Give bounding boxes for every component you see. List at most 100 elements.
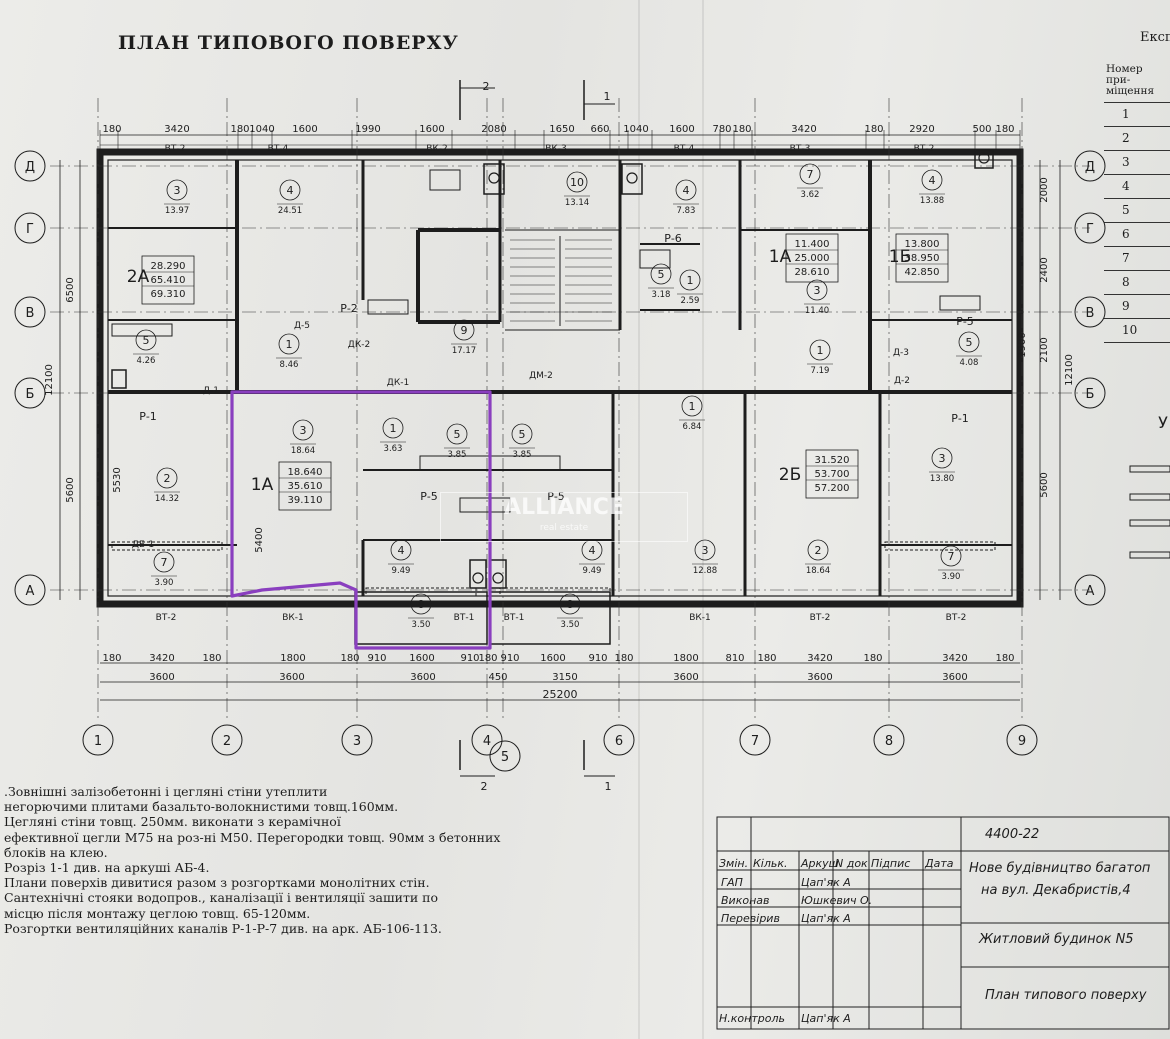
elevator-shaft bbox=[483, 163, 505, 195]
axis-bubble-bottom bbox=[739, 724, 771, 756]
room-number-circle bbox=[511, 423, 533, 445]
room-number-circle bbox=[921, 169, 943, 191]
wall-label-top: ВК-3 bbox=[545, 144, 567, 154]
room-area: 3.85 bbox=[448, 450, 467, 460]
note-line: Розріз 1-1 див. на аркуші АБ-4. bbox=[4, 860, 210, 876]
axis-letter-right: Г bbox=[1086, 222, 1094, 237]
watermark-brand: ALLIANCE bbox=[504, 495, 624, 520]
dim-text-top: 2080 bbox=[481, 124, 506, 135]
dim-text-bottom: 180 bbox=[863, 653, 882, 664]
col-date: Дата bbox=[925, 857, 954, 870]
note-line: негорючими плитами базальто-волокнистими… bbox=[4, 799, 399, 815]
room-number: 2 bbox=[815, 544, 822, 557]
axis-number: 1 bbox=[94, 734, 102, 749]
duct-label: Р-5 bbox=[547, 490, 565, 503]
room-number: 5 bbox=[658, 268, 665, 281]
building-name: Житловий будинок N5 bbox=[979, 932, 1134, 947]
room-number-circle bbox=[675, 179, 697, 201]
project-name: Нове будівництво багатоп bbox=[969, 861, 1151, 876]
room-number-circle bbox=[279, 179, 301, 201]
room-number-circle bbox=[809, 339, 831, 361]
room-area: 3.50 bbox=[412, 620, 431, 630]
paper-fold bbox=[638, 0, 640, 1039]
room-number: 4 bbox=[683, 184, 690, 197]
apartment-area-value: 11.400 bbox=[795, 239, 830, 250]
dim-text-right: 1900 bbox=[1017, 332, 1028, 357]
name-norm: Цап'як А bbox=[801, 1012, 851, 1025]
room-area: 3.63 bbox=[384, 444, 403, 454]
room-number-circle bbox=[799, 163, 821, 185]
apartment-area-value: 28.290 bbox=[151, 261, 186, 272]
dim-text-left: 6500 bbox=[65, 277, 76, 302]
wall-label-top: ВТ-4 bbox=[674, 144, 695, 154]
room-area: 24.51 bbox=[278, 206, 302, 216]
axis-bubble-bottom bbox=[341, 724, 373, 756]
room-number: 5 bbox=[143, 334, 150, 347]
dim-text-bottom: 910 bbox=[500, 653, 519, 664]
ventilation-shaft bbox=[489, 559, 507, 589]
axis-bubble-bottom bbox=[471, 724, 503, 756]
drawing-title: ПЛАН ТИПОВОГО ПОВЕРХУ bbox=[118, 32, 459, 54]
explication-row: 10 bbox=[1104, 319, 1170, 343]
apartment-area-box bbox=[895, 233, 949, 283]
room-number-circle bbox=[679, 269, 701, 291]
dim-text-bottom: 3600 bbox=[410, 672, 435, 683]
room-number-circle bbox=[940, 545, 962, 567]
room-number: 1 bbox=[817, 344, 824, 357]
sheet-title: План типового поверху bbox=[985, 988, 1147, 1003]
balcony-rail bbox=[111, 541, 223, 551]
room-number-circle bbox=[806, 279, 828, 301]
axis-bubble-bottom bbox=[489, 740, 521, 772]
room-area: 3.90 bbox=[942, 572, 961, 582]
room-area: 4.26 bbox=[137, 356, 156, 366]
dim-text-left: 12100 bbox=[44, 364, 55, 396]
room-number: 7 bbox=[948, 550, 955, 563]
apartment-area-box bbox=[805, 449, 859, 499]
legend-hatch bbox=[1129, 493, 1170, 501]
door-label: ДМ-2 bbox=[529, 371, 553, 381]
explication-header: Експ bbox=[1140, 30, 1170, 45]
room-area: 2.59 bbox=[681, 296, 700, 306]
room-number: 5 bbox=[519, 428, 526, 441]
axis-number: 2 bbox=[223, 734, 231, 749]
room-number-circle bbox=[292, 419, 314, 441]
room-area: 9.49 bbox=[392, 566, 411, 576]
apartment-area-value: 13.800 bbox=[905, 239, 940, 250]
title-block-grid bbox=[716, 816, 1170, 1030]
room-number: 1 bbox=[689, 400, 696, 413]
axis-letter-left: В bbox=[26, 306, 35, 321]
room-area: 9.49 bbox=[583, 566, 602, 576]
axis-letter-right: Д bbox=[1085, 160, 1095, 175]
room-area: 3.18 bbox=[652, 290, 671, 300]
kitchen-counter bbox=[939, 295, 981, 311]
riser-circle bbox=[978, 152, 990, 164]
legend-hatch bbox=[1129, 551, 1170, 559]
dim-text-top: 1990 bbox=[355, 124, 380, 135]
room-number-circle bbox=[650, 263, 672, 285]
section-mark: 1 bbox=[604, 90, 611, 103]
apartment-area-value: 25.000 bbox=[795, 253, 830, 264]
dim-text-top: 1600 bbox=[292, 124, 317, 135]
dim-text-top: 180 bbox=[864, 124, 883, 135]
dim-text-bottom: 3600 bbox=[149, 672, 174, 683]
axis-bubble-bottom bbox=[82, 724, 114, 756]
axis-number: 5 bbox=[501, 750, 509, 765]
explication-row: 4 bbox=[1104, 175, 1170, 199]
dim-text-top: 500 bbox=[972, 124, 991, 135]
dim-text-bottom: 3600 bbox=[279, 672, 304, 683]
dim-text-bottom: 180 bbox=[102, 653, 121, 664]
room-number: 5 bbox=[454, 428, 461, 441]
room-number-circle bbox=[931, 447, 953, 469]
col-qty: Кільк. bbox=[753, 857, 788, 870]
apartment-area-value: 31.520 bbox=[815, 455, 850, 466]
axis-bubble-left bbox=[14, 574, 46, 606]
dim-text-bottom: 3600 bbox=[673, 672, 698, 683]
col-sign: Підпис bbox=[871, 857, 911, 870]
axis-bubble-bottom bbox=[211, 724, 243, 756]
dim-text-bottom: 3150 bbox=[552, 672, 577, 683]
room-number-circle bbox=[453, 319, 475, 341]
dim-text-top: 180 bbox=[102, 124, 121, 135]
kitchen-counter bbox=[639, 249, 671, 269]
